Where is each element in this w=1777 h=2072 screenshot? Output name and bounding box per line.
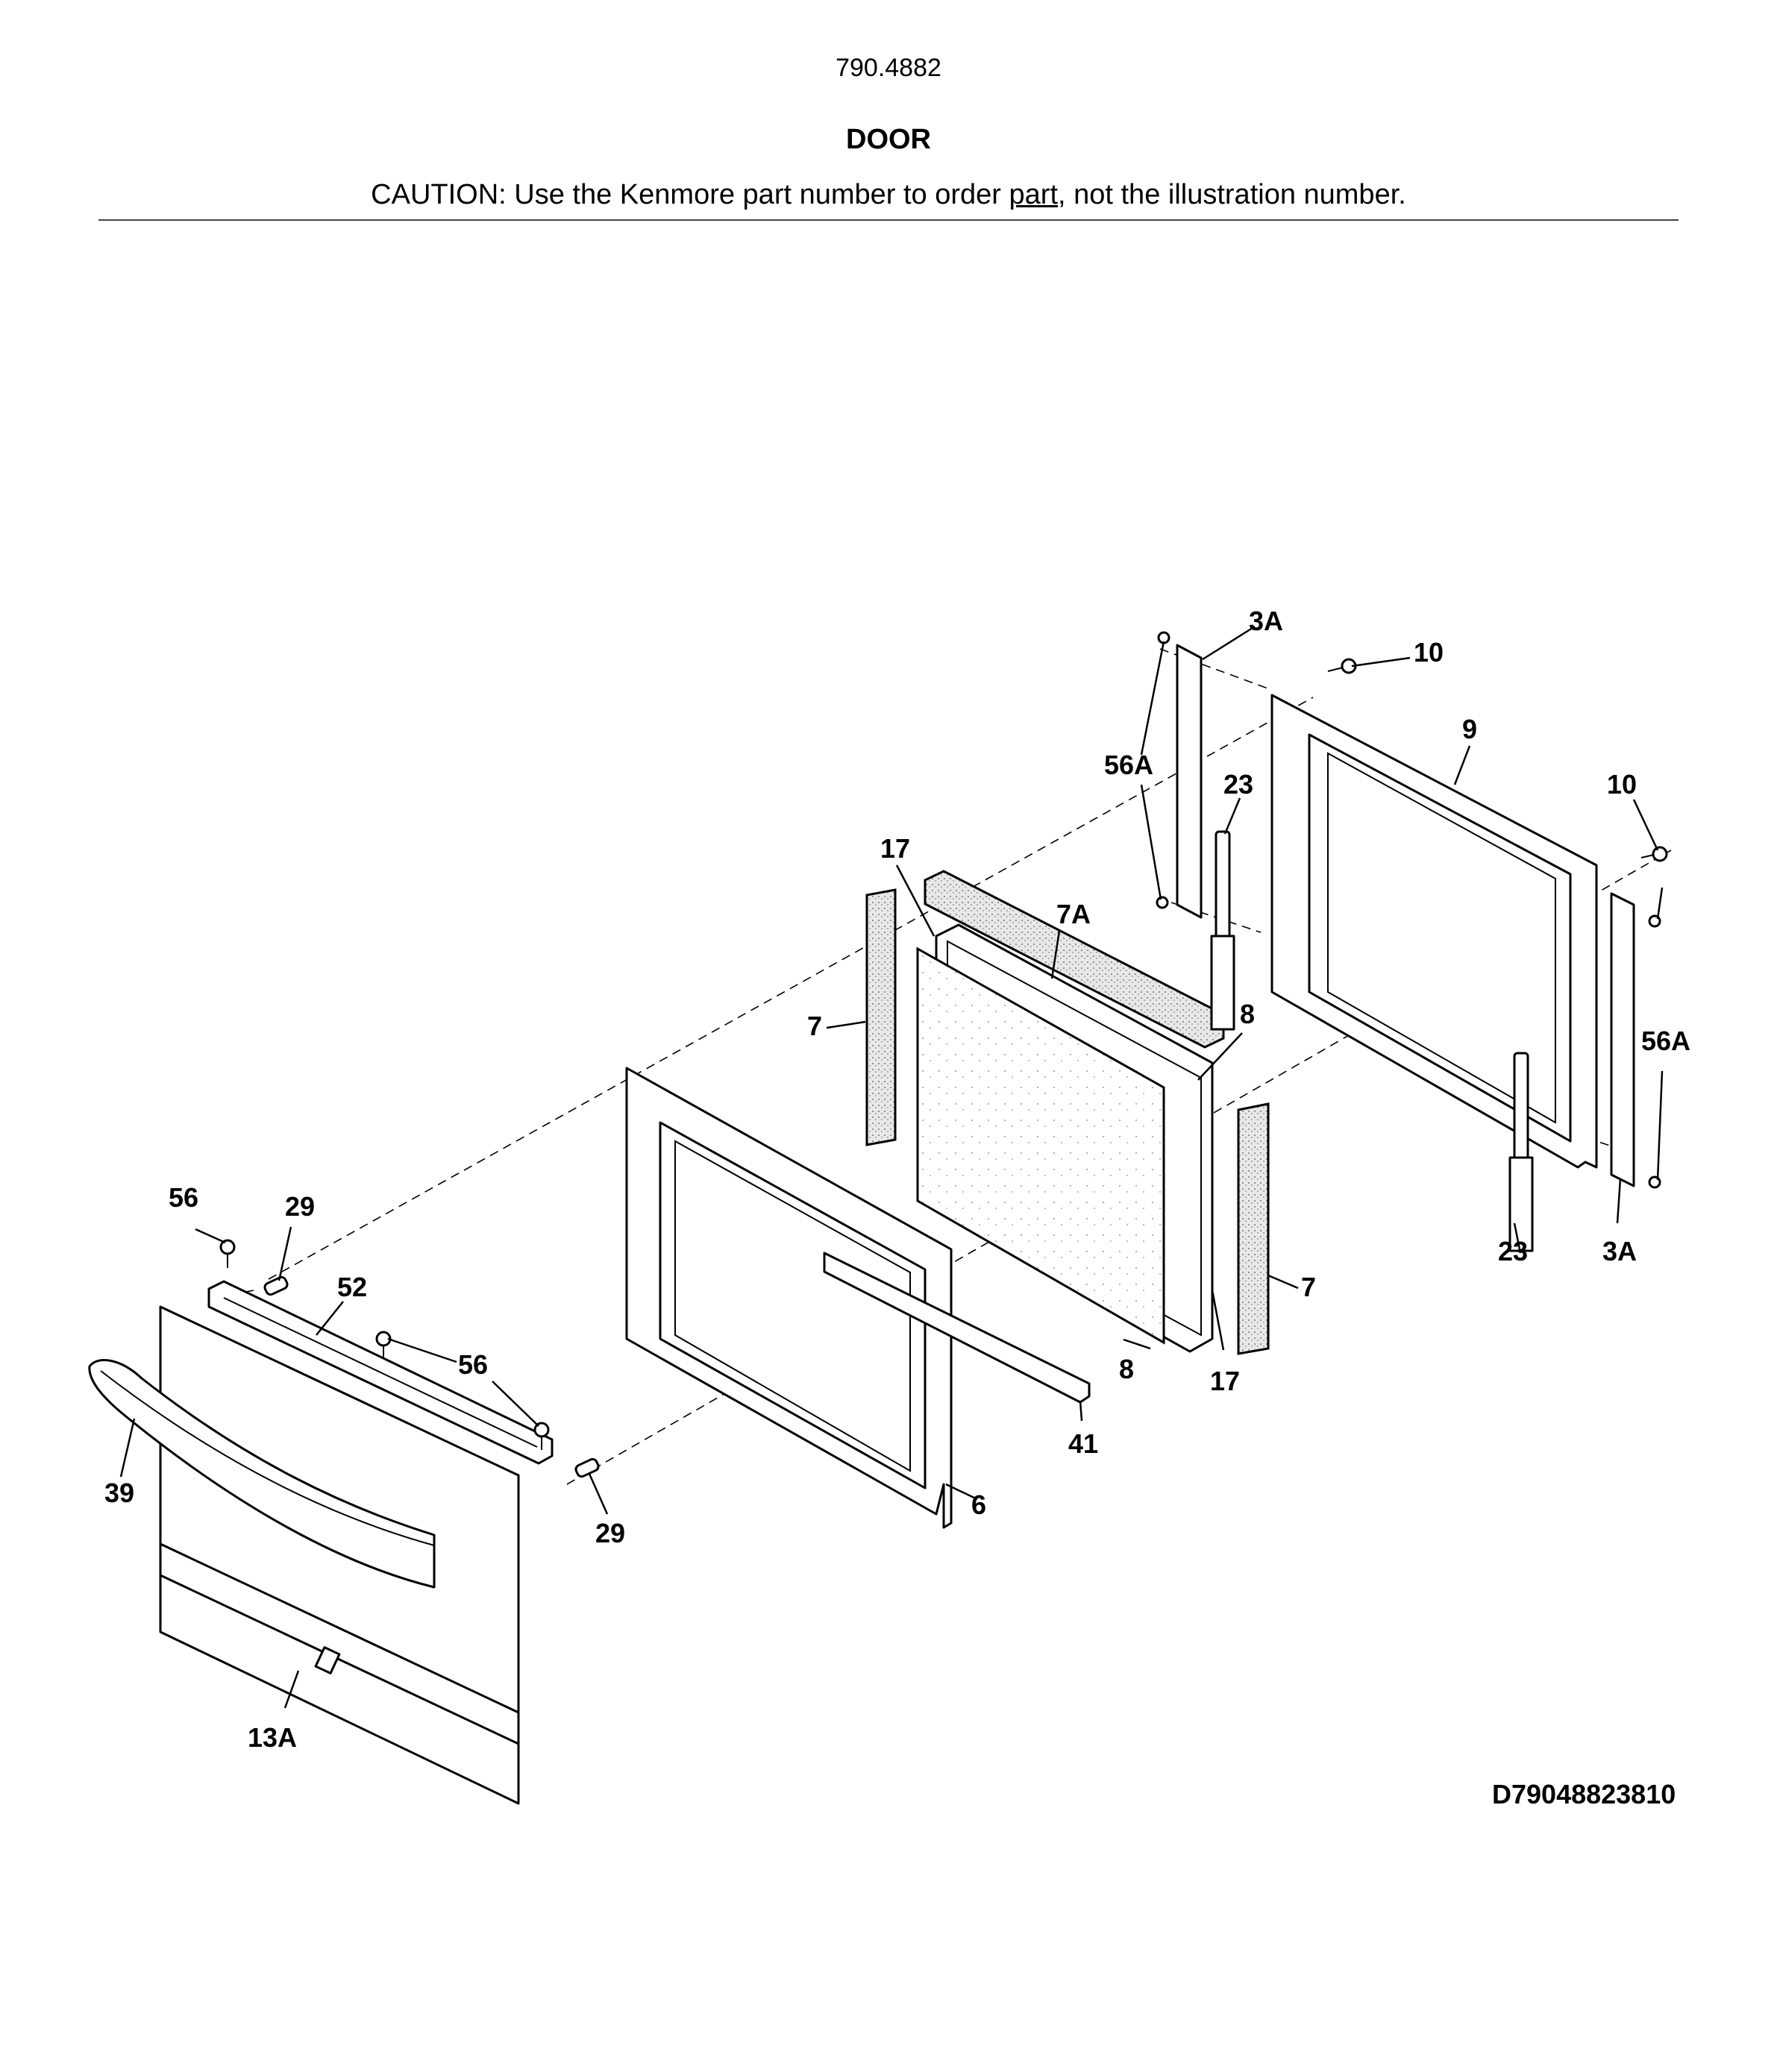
callout-6: 6 bbox=[971, 1489, 986, 1520]
studs-29 bbox=[263, 1275, 600, 1478]
document-id: D79048823810 bbox=[1492, 1779, 1676, 1809]
screws-56a bbox=[1156, 631, 1661, 1189]
caution-part-link[interactable]: part bbox=[1009, 179, 1058, 210]
model-number: 790.4882 bbox=[836, 54, 941, 82]
callout-10-right: 10 bbox=[1607, 769, 1637, 800]
insulation-7-left bbox=[865, 888, 897, 1146]
hinge-23-top bbox=[1210, 830, 1235, 1031]
insulation-7a bbox=[924, 870, 1225, 1049]
callout-41: 41 bbox=[1068, 1428, 1098, 1459]
callout-9: 9 bbox=[1462, 714, 1477, 744]
callout-56a-right: 56A bbox=[1641, 1026, 1690, 1056]
caution-prefix: CAUTION: Use the Kenmore part number to … bbox=[371, 179, 1009, 210]
callout-17-top: 17 bbox=[880, 833, 910, 864]
screws-10 bbox=[1327, 658, 1668, 862]
callout-56a-left: 56A bbox=[1104, 750, 1153, 780]
callout-56-left: 56 bbox=[169, 1182, 198, 1213]
screws-56 bbox=[219, 1239, 550, 1450]
door-handle-39 bbox=[88, 1359, 436, 1589]
caution-suffix: , not the illustration number. bbox=[1058, 179, 1406, 210]
callout-8-top: 8 bbox=[1240, 999, 1255, 1029]
caution-note: CAUTION: Use the Kenmore part number to … bbox=[0, 179, 1777, 211]
side-rail-3a-bottom bbox=[1610, 892, 1635, 1187]
callout-23-bottom: 23 bbox=[1498, 1236, 1528, 1266]
page-title: DOOR bbox=[846, 124, 931, 155]
callout-7-right: 7 bbox=[1301, 1272, 1316, 1302]
inner-door-liner-6 bbox=[625, 1067, 953, 1529]
callout-3a-top: 3A bbox=[1249, 606, 1283, 636]
glass-panel-8 bbox=[916, 946, 1165, 1345]
callout-52: 52 bbox=[337, 1272, 367, 1302]
trim-bracket-52 bbox=[207, 1280, 554, 1465]
callout-7a: 7A bbox=[1056, 899, 1091, 929]
outer-door-panel-13a bbox=[159, 1305, 520, 1805]
channel-41 bbox=[823, 1252, 1091, 1404]
inner-liner-9 bbox=[1270, 694, 1598, 1169]
side-rail-3a-top bbox=[1176, 644, 1203, 919]
callout-leaders bbox=[119, 625, 1664, 1709]
insulation-7-right bbox=[1237, 1102, 1270, 1355]
callout-labels: 3A 10 9 56A 23 10 17 7A 7 8 56A 56 29 52… bbox=[104, 606, 1690, 1753]
callout-39: 39 bbox=[104, 1478, 134, 1508]
callout-29-top: 29 bbox=[285, 1191, 315, 1222]
callout-29-bottom: 29 bbox=[595, 1518, 625, 1548]
callout-7-left: 7 bbox=[807, 1011, 822, 1041]
callout-8-bottom: 8 bbox=[1119, 1354, 1134, 1384]
callout-56-mid: 56 bbox=[458, 1349, 488, 1380]
callout-17-bottom: 17 bbox=[1210, 1366, 1240, 1396]
callout-13a: 13A bbox=[248, 1722, 297, 1753]
hinge-23-bottom bbox=[1508, 1052, 1534, 1252]
callout-10-top: 10 bbox=[1414, 637, 1444, 668]
callout-23-top: 23 bbox=[1223, 769, 1253, 800]
header-divider bbox=[98, 219, 1679, 221]
callout-3a-bottom: 3A bbox=[1602, 1236, 1637, 1266]
